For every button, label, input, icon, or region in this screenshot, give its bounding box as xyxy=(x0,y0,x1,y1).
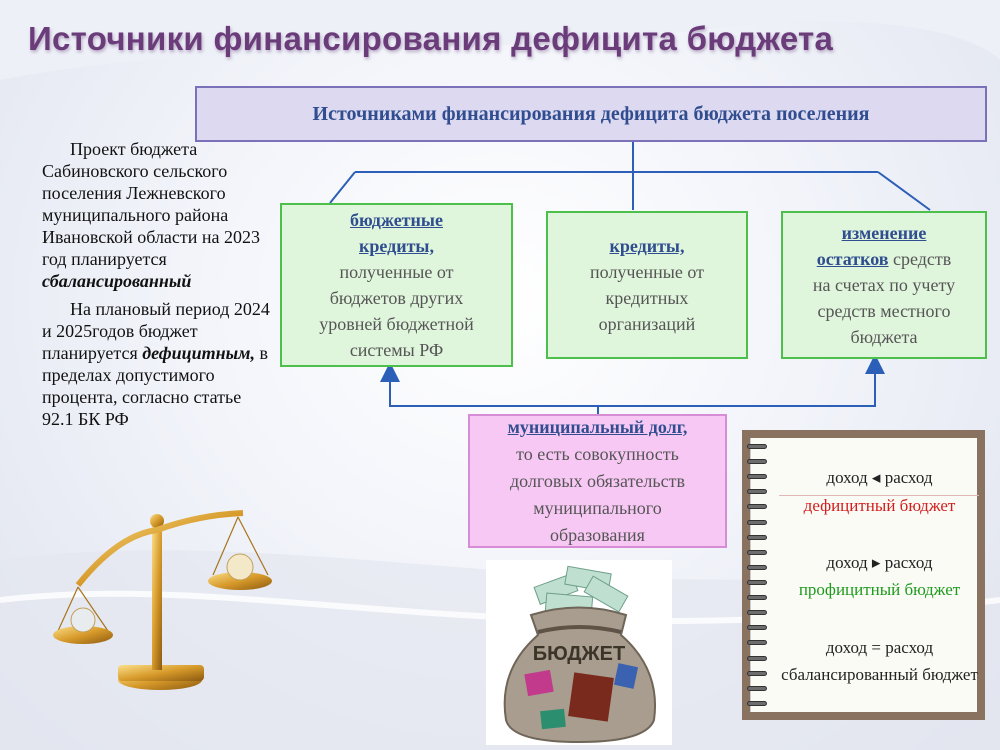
notebook-page: доход ◂ расход дефицитный бюджет доход ▸… xyxy=(747,438,979,712)
credits-box: кредиты, полученные от кредитных организ… xyxy=(546,211,748,359)
balance-change-line: средств местного xyxy=(817,301,951,321)
page-title: Источники финансирования дефицита бюджет… xyxy=(28,20,834,57)
deficit-emphasis: дефицитным, xyxy=(142,343,255,363)
balance-change-line: средств xyxy=(888,249,952,269)
money-bag-icon: БЮДЖЕТ xyxy=(486,560,672,745)
municipal-debt-line: муниципального xyxy=(533,497,662,518)
municipal-debt-line: долговых обязательств xyxy=(510,470,685,491)
budget-credits-line: системы РФ xyxy=(349,340,444,360)
notebook-icon: доход ◂ расход дефицитный бюджет доход ▸… xyxy=(742,430,985,720)
deficit-formula: доход ◂ расход xyxy=(826,468,933,487)
municipal-debt-keyword: муниципальный долг, xyxy=(507,416,688,437)
sources-header-box: Источниками финансирования дефицита бюдж… xyxy=(195,86,987,142)
bag-label: БЮДЖЕТ xyxy=(533,643,625,665)
balanced-budget-label: сбалансированный бюджет xyxy=(781,665,978,684)
balanced-formula: доход = расход xyxy=(825,638,934,657)
budget-credits-keyword-1: бюджетные xyxy=(350,210,443,230)
paragraph-balanced: Проект бюджета Сабиновского сельского по… xyxy=(42,139,261,291)
balance-change-line: бюджета xyxy=(850,327,918,347)
notebook-spiral xyxy=(747,444,769,706)
scales-icon xyxy=(53,510,272,690)
deficit-budget-label: дефицитный бюджет xyxy=(803,496,956,515)
credits-line: кредитных xyxy=(605,288,689,308)
balance-change-line: на счетах по учету xyxy=(812,275,956,295)
budget-description: Проект бюджета Сабиновского сельского по… xyxy=(42,138,277,436)
budget-credits-line: уровней бюджетной xyxy=(319,314,474,334)
paragraph-deficit: На плановый период 2024 и 2025годов бюдж… xyxy=(42,299,270,429)
budget-credits-line: бюджетов других xyxy=(329,288,464,308)
surplus-formula: доход ▸ расход xyxy=(826,553,933,572)
municipal-debt-box: муниципальный долг, то есть совокупность… xyxy=(468,414,727,548)
balance-change-keyword-1: изменение xyxy=(841,223,927,243)
surplus-budget-label: профицитный бюджет xyxy=(798,580,961,599)
balanced-emphasis: сбалансированный xyxy=(42,271,192,291)
budget-credits-keyword-2: кредиты, xyxy=(358,236,434,256)
municipal-debt-line: образования xyxy=(550,524,645,545)
credits-line: организаций xyxy=(598,314,696,334)
balance-change-keyword-2: остатков xyxy=(816,249,889,269)
budget-credits-line: полученные от xyxy=(339,262,454,282)
credits-line: полученные от xyxy=(590,262,704,282)
municipal-debt-line: то есть совокупность xyxy=(516,443,679,464)
balance-change-box: изменение остатков средств на счетах по … xyxy=(781,211,987,359)
budget-credits-box: бюджетные кредиты, полученные от бюджето… xyxy=(280,203,513,367)
credits-keyword: кредиты, xyxy=(609,236,685,256)
